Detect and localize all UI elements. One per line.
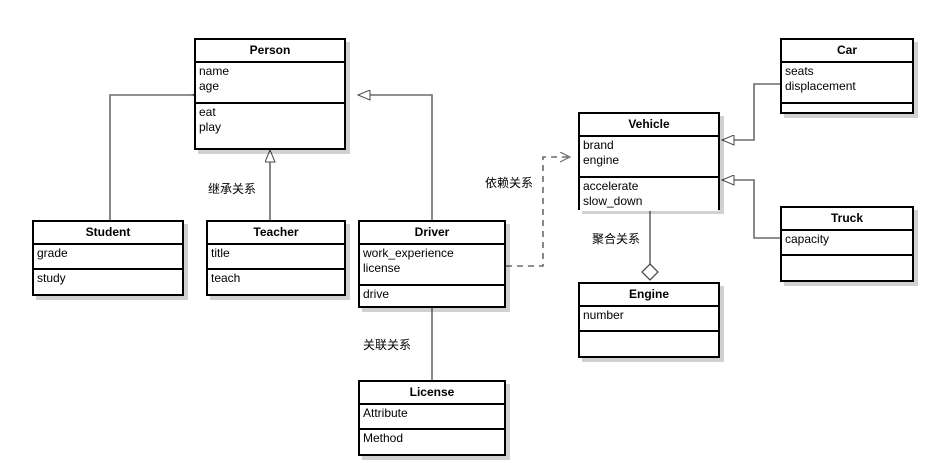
edge-label-inheritance: 继承关系 [208,182,257,196]
class-attributes-license: Attribute [360,405,504,430]
class-method: Method [363,431,404,445]
edge-label-association: 关联关系 [363,338,412,352]
edge-driver-to-person [358,95,433,220]
class-method: drive [363,287,390,301]
class-attributes-driver: work_experience license [360,245,504,286]
edge-vehicle-to-engine-aggregation [641,210,659,281]
class-box-student[interactable]: Student grade study [32,220,184,296]
class-attributes-vehicle: brand engine [580,137,718,178]
class-title-engine: Engine [580,284,718,307]
edge-truck-to-vehicle [722,180,780,239]
class-methods-driver: drive [360,286,504,304]
class-title-truck: Truck [782,208,912,231]
class-box-person[interactable]: Person name age eat play [194,38,346,150]
class-attribute: displacement [785,79,856,93]
edge-driver-to-vehicle-dependency [506,157,570,267]
class-attribute: grade [37,246,68,260]
class-method: study [37,271,66,285]
class-box-vehicle[interactable]: Vehicle brand engine accelerate slow_dow… [578,112,720,211]
class-attribute: brand [583,138,614,152]
class-attributes-engine: number [580,307,718,332]
class-title-teacher: Teacher [208,222,344,245]
class-methods-student: study [34,270,182,288]
class-box-truck[interactable]: Truck capacity [780,206,914,282]
class-attributes-truck: capacity [782,231,912,256]
class-attribute: engine [583,153,620,167]
class-attribute: seats [785,64,814,78]
class-box-driver[interactable]: Driver work_experience license drive [358,220,506,308]
class-methods-truck [782,256,912,259]
class-attributes-car: seats displacement [782,63,912,104]
class-title-car: Car [782,40,912,63]
edge-student-to-person [109,95,192,220]
class-method: play [199,120,222,134]
class-attribute: number [583,308,624,322]
class-attribute: work_experience [363,246,454,260]
class-attribute: age [199,79,220,93]
class-box-engine[interactable]: Engine number [578,282,720,358]
class-methods-person: eat play [196,104,344,137]
class-methods-car [782,104,912,107]
class-attribute: license [363,261,401,275]
class-title-license: License [360,382,504,405]
class-attributes-person: name age [196,63,344,104]
class-method: teach [211,271,241,285]
class-attributes-teacher: title [208,245,344,270]
class-box-teacher[interactable]: Teacher title teach [206,220,346,296]
class-attribute: title [211,246,230,260]
class-methods-engine [580,332,718,335]
class-box-car[interactable]: Car seats displacement [780,38,914,114]
edge-label-aggregation: 聚合关系 [592,232,641,246]
class-title-driver: Driver [360,222,504,245]
class-methods-license: Method [360,430,504,448]
class-methods-vehicle: accelerate slow_down [580,178,718,211]
class-method: slow_down [583,194,643,208]
class-method: accelerate [583,179,639,193]
class-title-vehicle: Vehicle [580,114,718,137]
class-attribute: name [199,64,230,78]
class-attribute: capacity [785,232,830,246]
edge-car-to-vehicle [722,83,780,140]
class-attribute: Attribute [363,406,408,420]
class-attributes-student: grade [34,245,182,270]
class-method: eat [199,105,216,119]
class-methods-teacher: teach [208,270,344,288]
class-box-license[interactable]: License Attribute Method [358,380,506,456]
class-title-person: Person [196,40,344,63]
edge-label-dependency: 依赖关系 [485,176,534,190]
class-title-student: Student [34,222,182,245]
